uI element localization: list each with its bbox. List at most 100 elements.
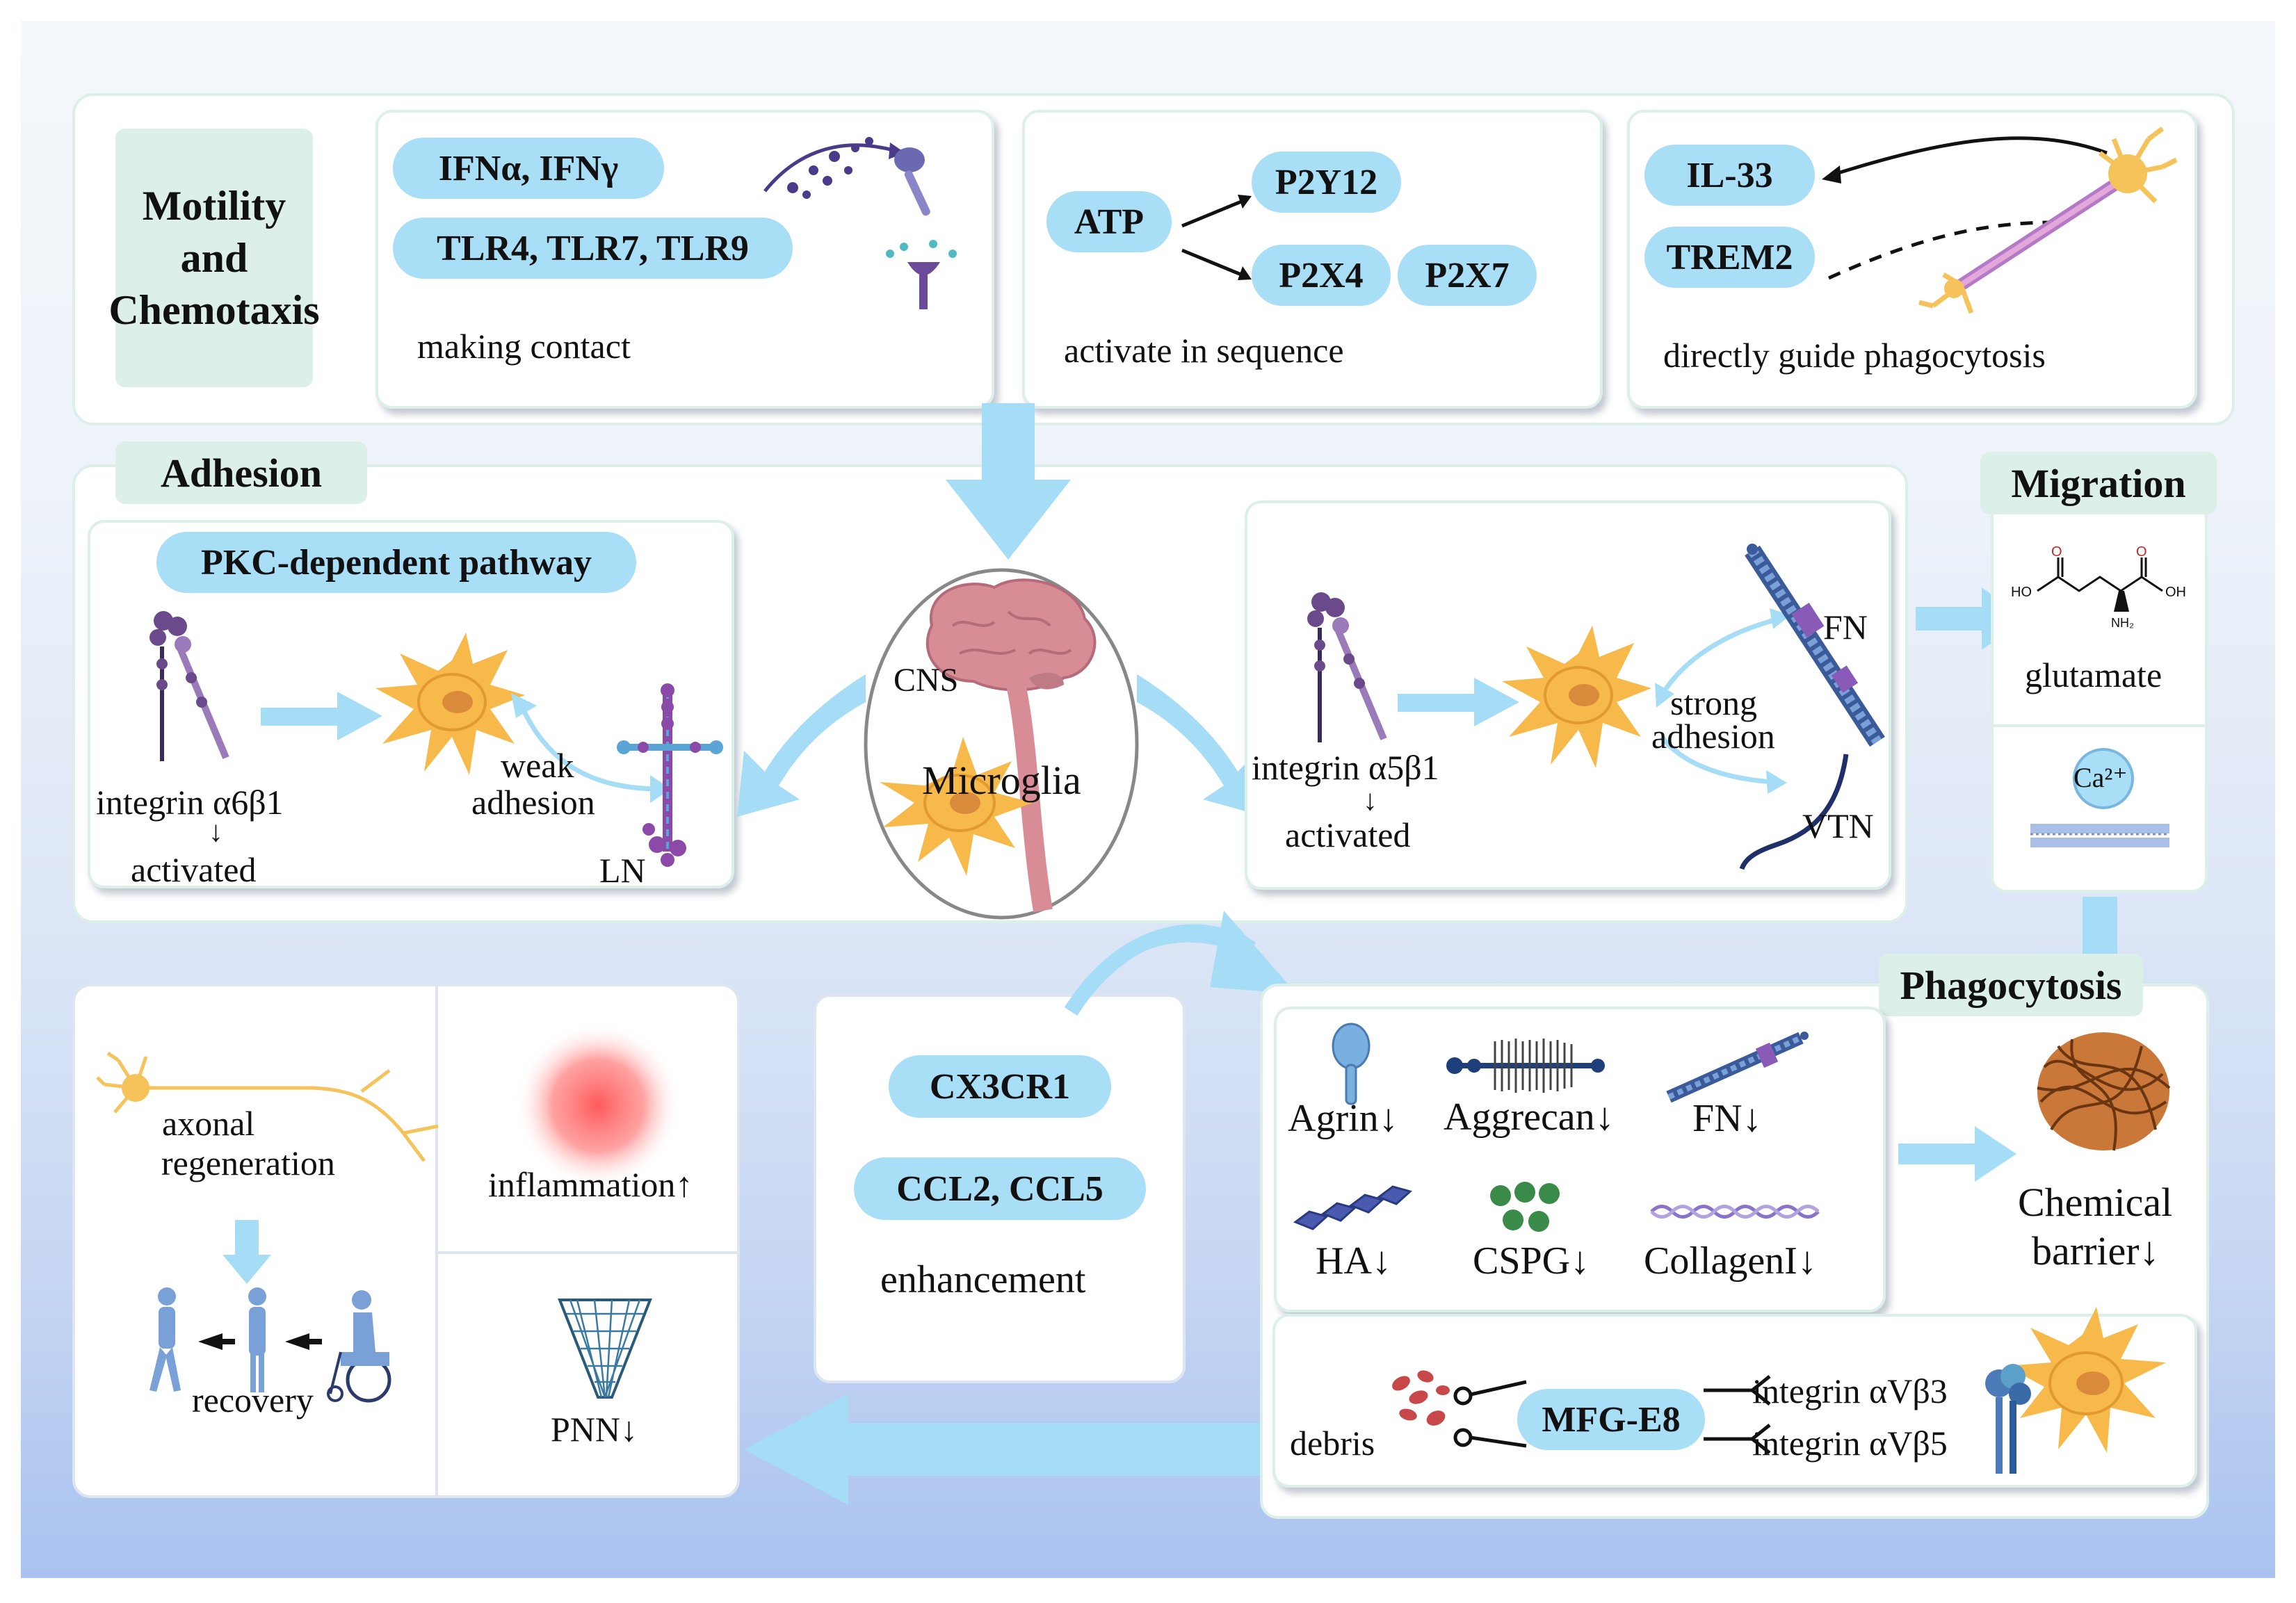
integrin-to-cell-arrow [1398, 678, 1519, 726]
cns-microglia-oval [864, 568, 1139, 920]
debris-label: debris [1290, 1424, 1375, 1463]
microglia-to-right-arrow [1137, 674, 1266, 817]
microglia-with-receptor-icon [1985, 1307, 2166, 1474]
cspg-icon [1490, 1182, 1560, 1232]
mfge8-pill: MFG-E8 [1517, 1389, 1705, 1450]
fibronectin-fn-icon [1745, 544, 1885, 747]
motility-title-box: Motility and Chemotaxis [108, 129, 320, 387]
microglia-cell-icon [1502, 626, 1651, 768]
activated-label: activated [131, 850, 257, 889]
cspg-label: CSPG↓ [1473, 1239, 1590, 1283]
fn-fragment-icon [1666, 1032, 1809, 1103]
regeneration-label: regeneration [161, 1144, 335, 1182]
migration-divider [1993, 724, 2206, 727]
debris-icon [1392, 1370, 1450, 1426]
integrin-avb5-label: integrin αVβ5 [1752, 1424, 1948, 1463]
ifn-pill: IFNα, IFNγ [393, 138, 664, 199]
mfge8-binding-lines [1453, 1380, 1527, 1448]
regeneration-down-arrow [223, 1220, 271, 1284]
enhancement-curved-arrow [1064, 911, 1297, 1016]
agrin-icon [1332, 1023, 1371, 1105]
trem2-pill: TREM2 [1644, 227, 1815, 288]
fn-down-label: FN↓ [1692, 1097, 1762, 1140]
oxygen-label: O [2051, 544, 2062, 560]
ho-label: HO [2011, 585, 2032, 600]
inflammation-glow-icon [515, 1022, 681, 1189]
recovery-label: recovery [192, 1381, 314, 1419]
fn-label: FN [1823, 608, 1868, 646]
receptor-ligand-icon [763, 137, 957, 309]
p2x7-pill: P2X7 [1398, 245, 1537, 306]
down-arrow-to-microglia [946, 403, 1071, 560]
outcomes-vertical-divider [435, 986, 438, 1495]
axonal-label: axonal [162, 1104, 255, 1143]
activated-label: activated [1285, 815, 1411, 854]
aggrecan-icon [1446, 1039, 1605, 1093]
strong-adhesion-label: adhesion [1651, 717, 1775, 756]
enhancement-label: enhancement [880, 1258, 1086, 1301]
phagocytosis-to-outcomes-arrow [744, 1394, 1272, 1505]
neuron-signal-icon [1822, 127, 2178, 314]
integrin-a5b1-icon [1307, 592, 1387, 742]
atp-arrows [1181, 195, 1252, 280]
weak-label: weak [501, 746, 574, 785]
atp-pill: ATP [1046, 191, 1172, 252]
ccl-pill: CCL2, CCL5 [854, 1157, 1146, 1220]
microglia-to-left-arrow [737, 674, 866, 817]
laminin-ln-icon [617, 683, 723, 867]
p2x4-pill: P2X4 [1252, 245, 1391, 306]
motility-title-line: Chemotaxis [108, 286, 320, 333]
integrin-binding-lines [1704, 1375, 1771, 1454]
microglia-cell-icon [375, 633, 525, 775]
glutamate-label: glutamate [2025, 656, 2162, 694]
outcomes-horizontal-divider [438, 1251, 737, 1254]
weak-adhesion-label: adhesion [471, 783, 595, 822]
strong-label: strong [1670, 683, 1757, 722]
integrin-a5b1-label: integrin α5β1 [1252, 748, 1439, 787]
adhesion-title: Adhesion [115, 441, 367, 504]
cx3cr1-pill: CX3CR1 [889, 1055, 1111, 1118]
ha-label: HA↓ [1316, 1239, 1391, 1283]
microglia-label: Microglia [922, 758, 1081, 803]
diagram-canvas: Motility and Chemotaxis IFNα, IFNγ TLR4,… [21, 21, 2275, 1578]
collagen-label: CollagenI↓ [1644, 1239, 1817, 1283]
calcium-membrane-icon [2030, 748, 2169, 847]
glutamate-structure-icon: O O HO OH NH₂ [2011, 544, 2186, 630]
guide-caption: directly guide phagocytosis [1663, 336, 2046, 375]
p2y12-pill: P2Y12 [1252, 152, 1401, 213]
agrin-label: Agrin↓ [1288, 1097, 1398, 1140]
phagocytosis-title: Phagocytosis [1879, 954, 2143, 1016]
integrin-a6b1-icon [149, 611, 229, 761]
integrin-avb3-label: integrin αVβ3 [1752, 1372, 1948, 1410]
motility-title-line: and [180, 234, 248, 281]
oh-label: OH [2165, 585, 2186, 600]
contact-caption: making contact [417, 327, 631, 366]
aggrecan-label: Aggrecan↓ [1444, 1096, 1615, 1139]
migration-title: Migration [1980, 452, 2217, 514]
inflammation-label: inflammation↑ [488, 1165, 693, 1204]
il33-pill: IL-33 [1644, 145, 1815, 206]
ecm-to-barrier-arrow [1898, 1126, 2016, 1182]
down-arrow-text: ↓ [1363, 785, 1377, 817]
neuron-axon-icon [96, 1051, 439, 1162]
weak-adhesion-arrow [511, 693, 671, 803]
chemical-barrier-icon [2037, 1032, 2171, 1151]
pkc-pill: PKC-dependent pathway [156, 532, 636, 593]
recovery-progression-icon [149, 1287, 391, 1403]
integrin-to-cell-arrow [261, 692, 382, 740]
sequence-caption: activate in sequence [1064, 331, 1344, 370]
ecm-card [1274, 1007, 1886, 1312]
calcium-label: Ca²⁺ [2073, 762, 2128, 793]
barrier-label: barrier↓ [2032, 1228, 2160, 1274]
ln-label: LN [599, 851, 646, 890]
cns-label: CNS [894, 662, 959, 699]
vtn-label: VTN [1802, 806, 1874, 845]
pnn-net-icon [558, 1299, 652, 1399]
collagen-icon [1650, 1205, 1820, 1219]
chemical-label: Chemical [2018, 1180, 2173, 1225]
ha-icon [1293, 1185, 1413, 1230]
oxygen-label: O [2136, 544, 2147, 560]
pnn-label: PNN↓ [551, 1410, 638, 1449]
integrin-a6b1-label: integrin α6β1 [96, 783, 284, 822]
tlr-pill: TLR4, TLR7, TLR9 [393, 218, 793, 279]
